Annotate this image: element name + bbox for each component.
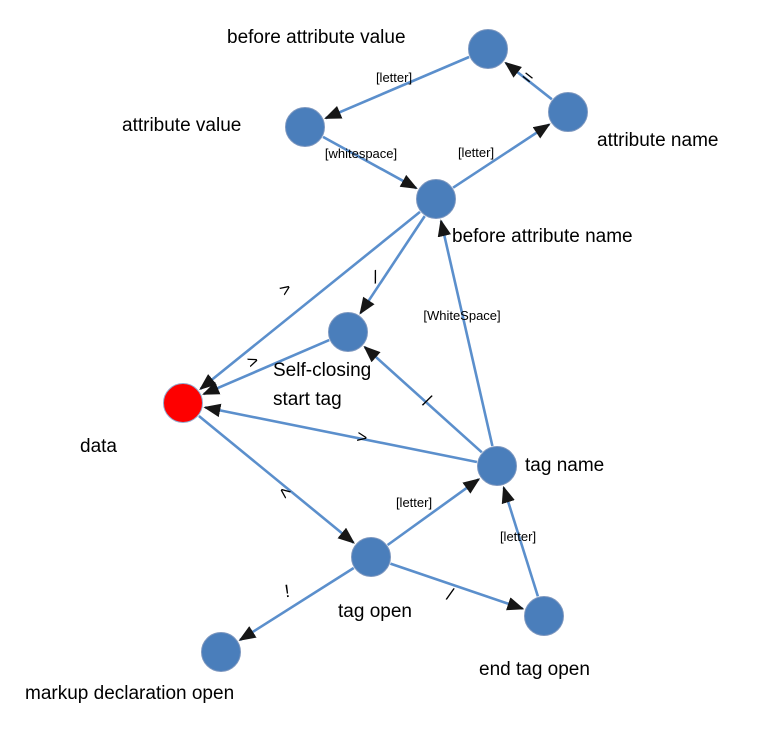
- edge-label-before-attribute-name-to-self-closing-start-tag: /: [370, 267, 380, 288]
- node-markup-declaration-open: [201, 632, 241, 672]
- edge-before-attribute-name-to-self-closing-start-tag: [359, 215, 426, 315]
- edge-label-tag-open-to-tag-name: [letter]: [396, 495, 432, 510]
- node-label-before-attribute-value: before attribute value: [227, 27, 406, 48]
- edge-label-tag-open-to-markup-declaration-open: !: [283, 581, 291, 602]
- edge-label-attribute-value-to-before-attribute-name: [whitespace]: [325, 146, 397, 161]
- node-label-line: tag open: [338, 601, 412, 622]
- edge-before-attribute-name-to-data: [199, 210, 421, 390]
- edge-attribute-name-to-before-attribute-value: [504, 61, 553, 101]
- node-label-line: markup declaration open: [25, 683, 234, 704]
- node-end-tag-open: [524, 596, 564, 636]
- edge-label-before-attribute-value-to-attribute-value: [letter]: [376, 70, 412, 85]
- labels-layer: [letter]=[whitespace][letter]/>[WhiteSpa…: [25, 27, 718, 704]
- node-label-markup-declaration-open: markup declaration open: [25, 683, 234, 704]
- node-label-attribute-name: attribute name: [597, 130, 718, 151]
- edge-self-closing-start-tag-to-data: [202, 338, 330, 396]
- edge-label-before-attribute-name-to-data: >: [276, 278, 296, 300]
- edge-data-to-tag-open: [198, 414, 355, 544]
- node-attribute-value: [285, 107, 325, 147]
- edge-tag-open-to-markup-declaration-open: [238, 566, 355, 642]
- node-label-line: data: [80, 436, 117, 457]
- node-label-before-attribute-name: before attribute name: [452, 226, 633, 247]
- node-label-line: before attribute value: [227, 27, 406, 48]
- nodes-layer: [163, 29, 588, 672]
- edge-label-self-closing-start-tag-to-data: >: [245, 350, 262, 372]
- node-label-line: attribute name: [597, 130, 718, 151]
- edge-tag-open-to-end-tag-open: [389, 562, 525, 611]
- edge-label-end-tag-open-to-tag-name: [letter]: [500, 529, 536, 544]
- node-tag-name: [477, 446, 517, 486]
- node-tag-open: [351, 537, 391, 577]
- edge-tag-name-to-before-attribute-name: [437, 219, 494, 447]
- edge-tag-name-to-self-closing-start-tag: [363, 345, 483, 454]
- edge-label-before-attribute-name-to-attribute-name: [letter]: [458, 145, 494, 160]
- node-label-line: end tag open: [479, 659, 590, 680]
- edge-before-attribute-value-to-attribute-value: [324, 55, 470, 120]
- node-label-line: before attribute name: [452, 226, 633, 247]
- node-before-attribute-name: [416, 179, 456, 219]
- node-data: [163, 383, 203, 423]
- node-self-closing-start-tag: [328, 312, 368, 352]
- node-label-line: start tag: [273, 389, 342, 410]
- edges-layer: [198, 55, 553, 642]
- edge-end-tag-open-to-tag-name: [501, 485, 540, 597]
- node-label-end-tag-open: end tag open: [479, 659, 590, 680]
- edge-before-attribute-name-to-attribute-name: [452, 123, 551, 189]
- node-label-self-closing-start-tag: Self-closing start tag: [273, 360, 371, 410]
- node-attribute-name: [548, 92, 588, 132]
- node-label-line: tag name: [525, 455, 604, 476]
- edge-label-tag-name-to-data: >: [355, 426, 369, 448]
- edge-label-tag-name-to-before-attribute-name: [WhiteSpace]: [423, 308, 500, 323]
- node-label-line: attribute value: [122, 115, 241, 136]
- node-before-attribute-value: [468, 29, 508, 69]
- edge-tag-name-to-data: [203, 403, 478, 464]
- edge-attribute-value-to-before-attribute-name: [322, 135, 418, 190]
- node-label-tag-name: tag name: [525, 455, 604, 476]
- node-label-data: data: [80, 436, 117, 457]
- edge-tag-open-to-tag-name: [386, 478, 481, 547]
- node-label-attribute-value: attribute value: [122, 115, 241, 136]
- node-label-tag-open: tag open: [338, 601, 412, 622]
- node-label-line: Self-closing: [273, 360, 371, 381]
- edge-label-tag-open-to-end-tag-open: /: [444, 584, 456, 605]
